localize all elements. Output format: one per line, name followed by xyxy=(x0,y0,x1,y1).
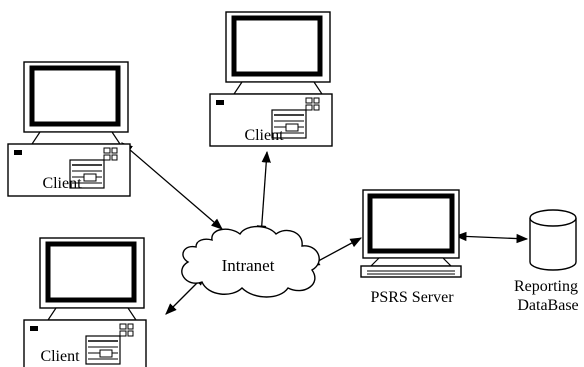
psrs-server: PSRS Server xyxy=(361,190,461,306)
client-top-center-label: Client xyxy=(244,127,284,144)
client-top-left: Client xyxy=(8,62,130,196)
client-top-left-label: Client xyxy=(42,175,82,192)
link-client-top-center-intranet xyxy=(257,150,271,238)
intranet-node: Intranet xyxy=(181,225,320,298)
link-psrs-server-reporting-db xyxy=(454,231,529,244)
connections xyxy=(121,142,529,315)
reporting-db-label-line2: DataBase xyxy=(517,297,578,314)
client-bottom-left: Client xyxy=(24,238,146,367)
intranet-label: Intranet xyxy=(222,256,275,275)
reporting-db-label-line1: Reporting xyxy=(514,278,578,295)
server-computer-icon xyxy=(361,190,461,277)
cloud-icon xyxy=(181,225,320,298)
client-top-center: Client xyxy=(210,12,332,146)
reporting-database: Reporting DataBase xyxy=(514,209,579,314)
desktop-computer-icon xyxy=(210,12,332,146)
link-client-top-left-intranet xyxy=(121,142,223,230)
database-cylinder-icon xyxy=(529,209,577,271)
client-bottom-left-label: Client xyxy=(40,348,80,365)
psrs-server-label: PSRS Server xyxy=(370,289,454,306)
